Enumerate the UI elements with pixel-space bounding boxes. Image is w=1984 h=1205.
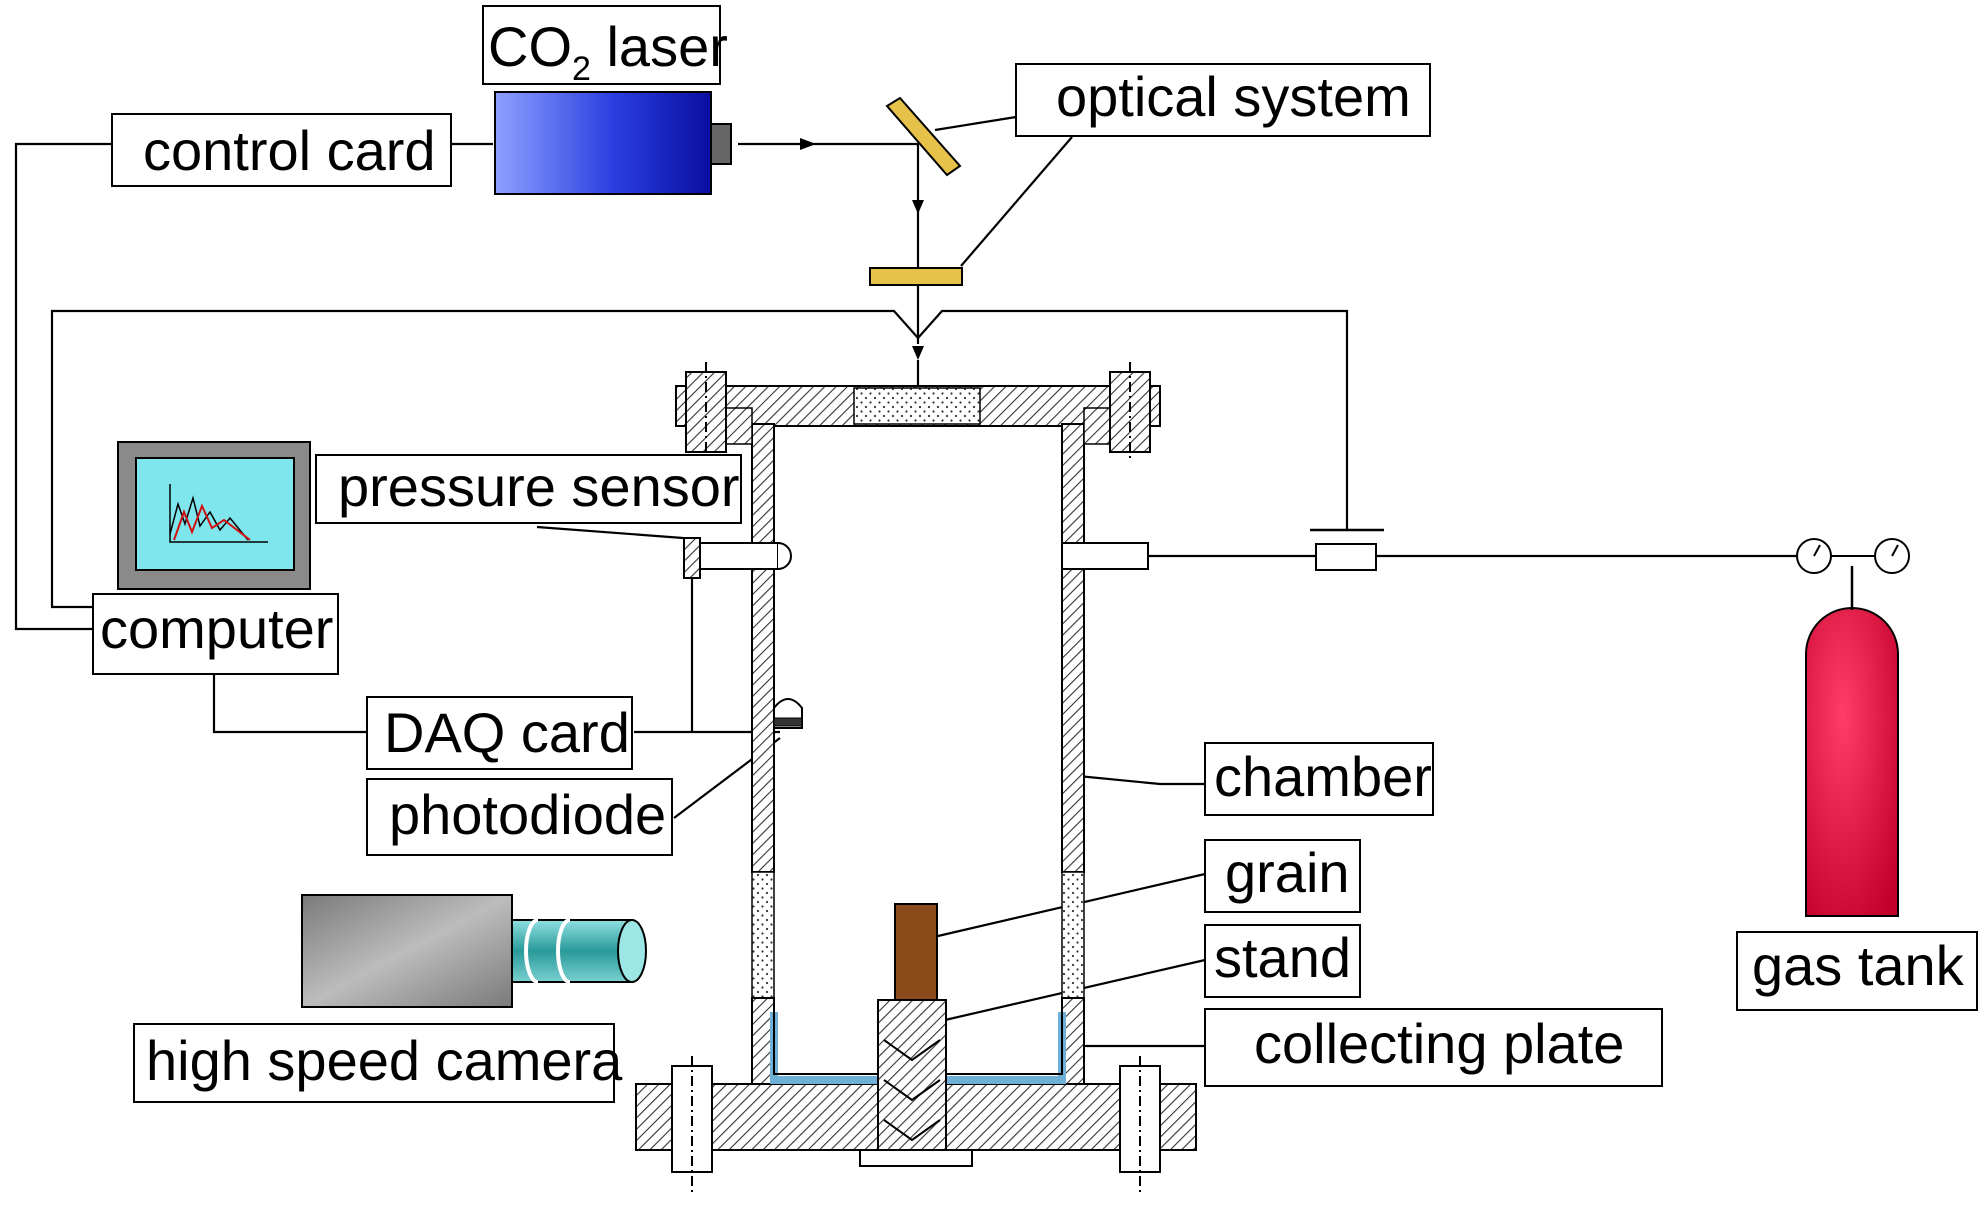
- collecting-plate-label: collecting plate: [1254, 1012, 1624, 1075]
- gas-cylinder-icon: [1805, 566, 1899, 917]
- control-card-label: control card: [143, 119, 436, 182]
- gas-tank-label: gas tank: [1752, 934, 1965, 997]
- grain: [894, 903, 938, 1001]
- grain-label: grain: [1225, 841, 1350, 904]
- lens-icon: [869, 267, 963, 286]
- stand-label: stand: [1214, 926, 1351, 989]
- label-control-card: control card: [111, 113, 452, 187]
- svg-text:CO2 laser: CO2 laser: [488, 15, 728, 88]
- laser-label-suffix: laser: [591, 15, 728, 78]
- pressure-sensor-label: pressure sensor: [338, 455, 740, 518]
- label-stand: stand: [1204, 924, 1361, 998]
- camera-icon: [301, 894, 647, 1008]
- label-photodiode: photodiode: [366, 778, 673, 856]
- laser-label-prefix: CO: [488, 15, 572, 78]
- monitor-icon: [117, 441, 311, 590]
- pressure-gauge-icon: [1796, 538, 1910, 574]
- label-high-speed-camera: high speed camera: [133, 1023, 623, 1103]
- label-pressure-sensor: pressure sensor: [315, 454, 742, 524]
- high-speed-camera-label: high speed camera: [146, 1029, 623, 1092]
- label-gas-tank: gas tank: [1736, 931, 1978, 1011]
- photodiode-label: photodiode: [389, 783, 666, 846]
- gas-valve: [1310, 528, 1384, 571]
- label-chamber: chamber: [1204, 742, 1434, 816]
- optical-system-label: optical system: [1056, 65, 1411, 128]
- label-grain: grain: [1204, 839, 1361, 913]
- stand: [877, 999, 947, 1151]
- mirror-icon: [885, 96, 962, 177]
- computer-label: computer: [100, 597, 333, 660]
- chamber-label: chamber: [1214, 745, 1432, 808]
- daq-card-label: DAQ card: [384, 701, 630, 764]
- label-computer: computer: [92, 593, 339, 675]
- label-optical-system: optical system: [1015, 63, 1431, 137]
- label-daq-card: DAQ card: [366, 696, 633, 770]
- laser-label-sub: 2: [572, 50, 591, 88]
- label-laser: CO2 laser: [482, 5, 728, 88]
- laser-icon: [494, 91, 732, 195]
- label-collecting-plate: collecting plate: [1204, 1008, 1663, 1087]
- bolt-icon: [671, 362, 1161, 1196]
